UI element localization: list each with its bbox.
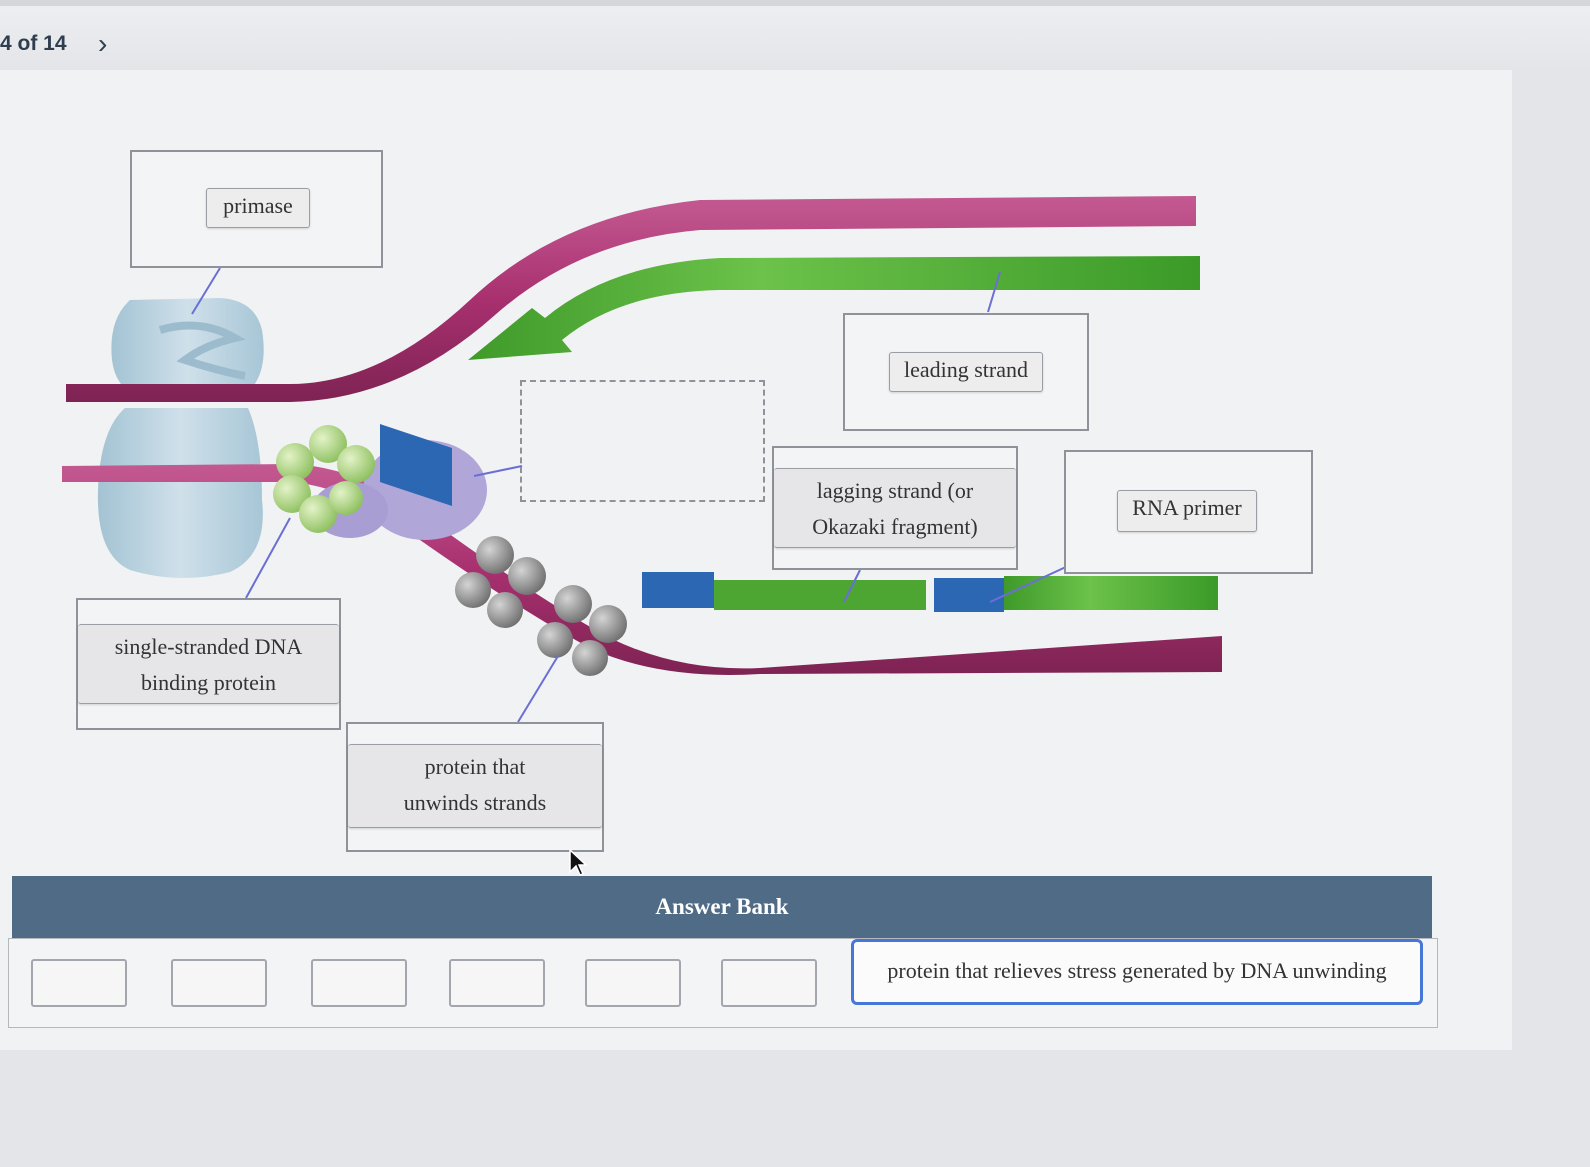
top-navigation-bar: 4 of 14 ›: [0, 0, 1590, 70]
answer-chip-topoisomerase[interactable]: protein that relieves stress generated b…: [851, 939, 1423, 1005]
lagging-strand-line-2: Okazaki fragment): [812, 514, 978, 539]
ssb-line-2: binding protein: [140, 670, 277, 695]
ssb-protein-beads: [273, 425, 375, 533]
dna-polymerase-protein: [97, 298, 264, 579]
label-helicase[interactable]: protein that unwinds strands: [348, 744, 602, 828]
helicase-beads: [455, 536, 627, 676]
answer-bank-empty-slot[interactable]: [721, 959, 817, 1007]
label-ssb-protein[interactable]: single-stranded DNA binding protein: [78, 624, 339, 704]
label-lagging-strand[interactable]: lagging strand (or Okazaki fragment): [774, 468, 1016, 548]
next-question-chevron-icon[interactable]: ›: [98, 28, 108, 59]
label-leader-lines: [191, 267, 1069, 723]
answer-bank-empty-slot[interactable]: [171, 959, 267, 1007]
leading-strand-target[interactable]: [843, 313, 1089, 431]
answer-bank-header: Answer Bank: [12, 876, 1432, 938]
lagging-strand-line-1: lagging strand (or: [816, 478, 974, 503]
answer-bank-empty-slot[interactable]: [585, 959, 681, 1007]
parental-strand-bottom: [62, 464, 1222, 675]
ssb-line-1: single-stranded DNA: [114, 634, 303, 659]
answer-bank-empty-slot[interactable]: [449, 959, 545, 1007]
label-primase[interactable]: primase: [206, 188, 310, 228]
mouse-pointer-icon: [569, 848, 588, 876]
helicase-line-2: unwinds strands: [403, 790, 547, 815]
label-leading-strand[interactable]: leading strand: [889, 352, 1043, 392]
answer-bank-empty-slot[interactable]: [31, 959, 127, 1007]
lagging-strand-fragments: [642, 572, 1218, 612]
helicase-line-1: protein that: [424, 754, 526, 779]
question-counter: 4 of 14: [0, 32, 67, 55]
parental-strand-top: [66, 196, 1196, 402]
empty-drop-target[interactable]: [520, 380, 765, 502]
leading-strand-arrow: [468, 256, 1200, 360]
answer-bank-empty-slot[interactable]: [311, 959, 407, 1007]
label-rna-primer[interactable]: RNA primer: [1117, 490, 1257, 532]
answer-bank: protein that relieves stress generated b…: [8, 938, 1438, 1028]
